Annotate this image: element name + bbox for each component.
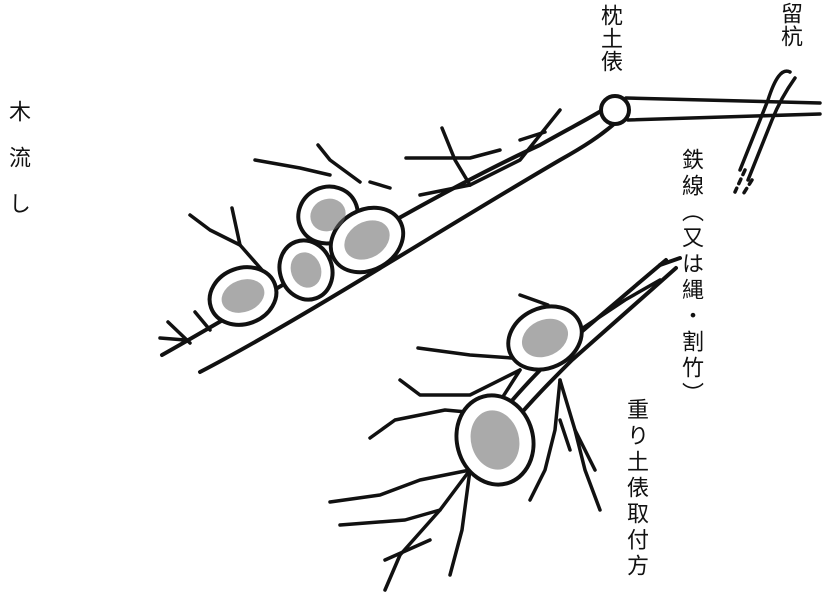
stake [735, 71, 795, 196]
diagram-title: 木流し [6, 100, 28, 238]
pillow-sandbag [601, 96, 629, 124]
weight-method-label: 重り土俵取付方 [624, 398, 646, 580]
wire [626, 98, 820, 120]
pillow-bag-label: 枕土俵 [598, 4, 620, 73]
stake-label: 留杭 [778, 2, 800, 48]
wire-label: 鉄線（又は縄・割竹） [679, 148, 701, 408]
